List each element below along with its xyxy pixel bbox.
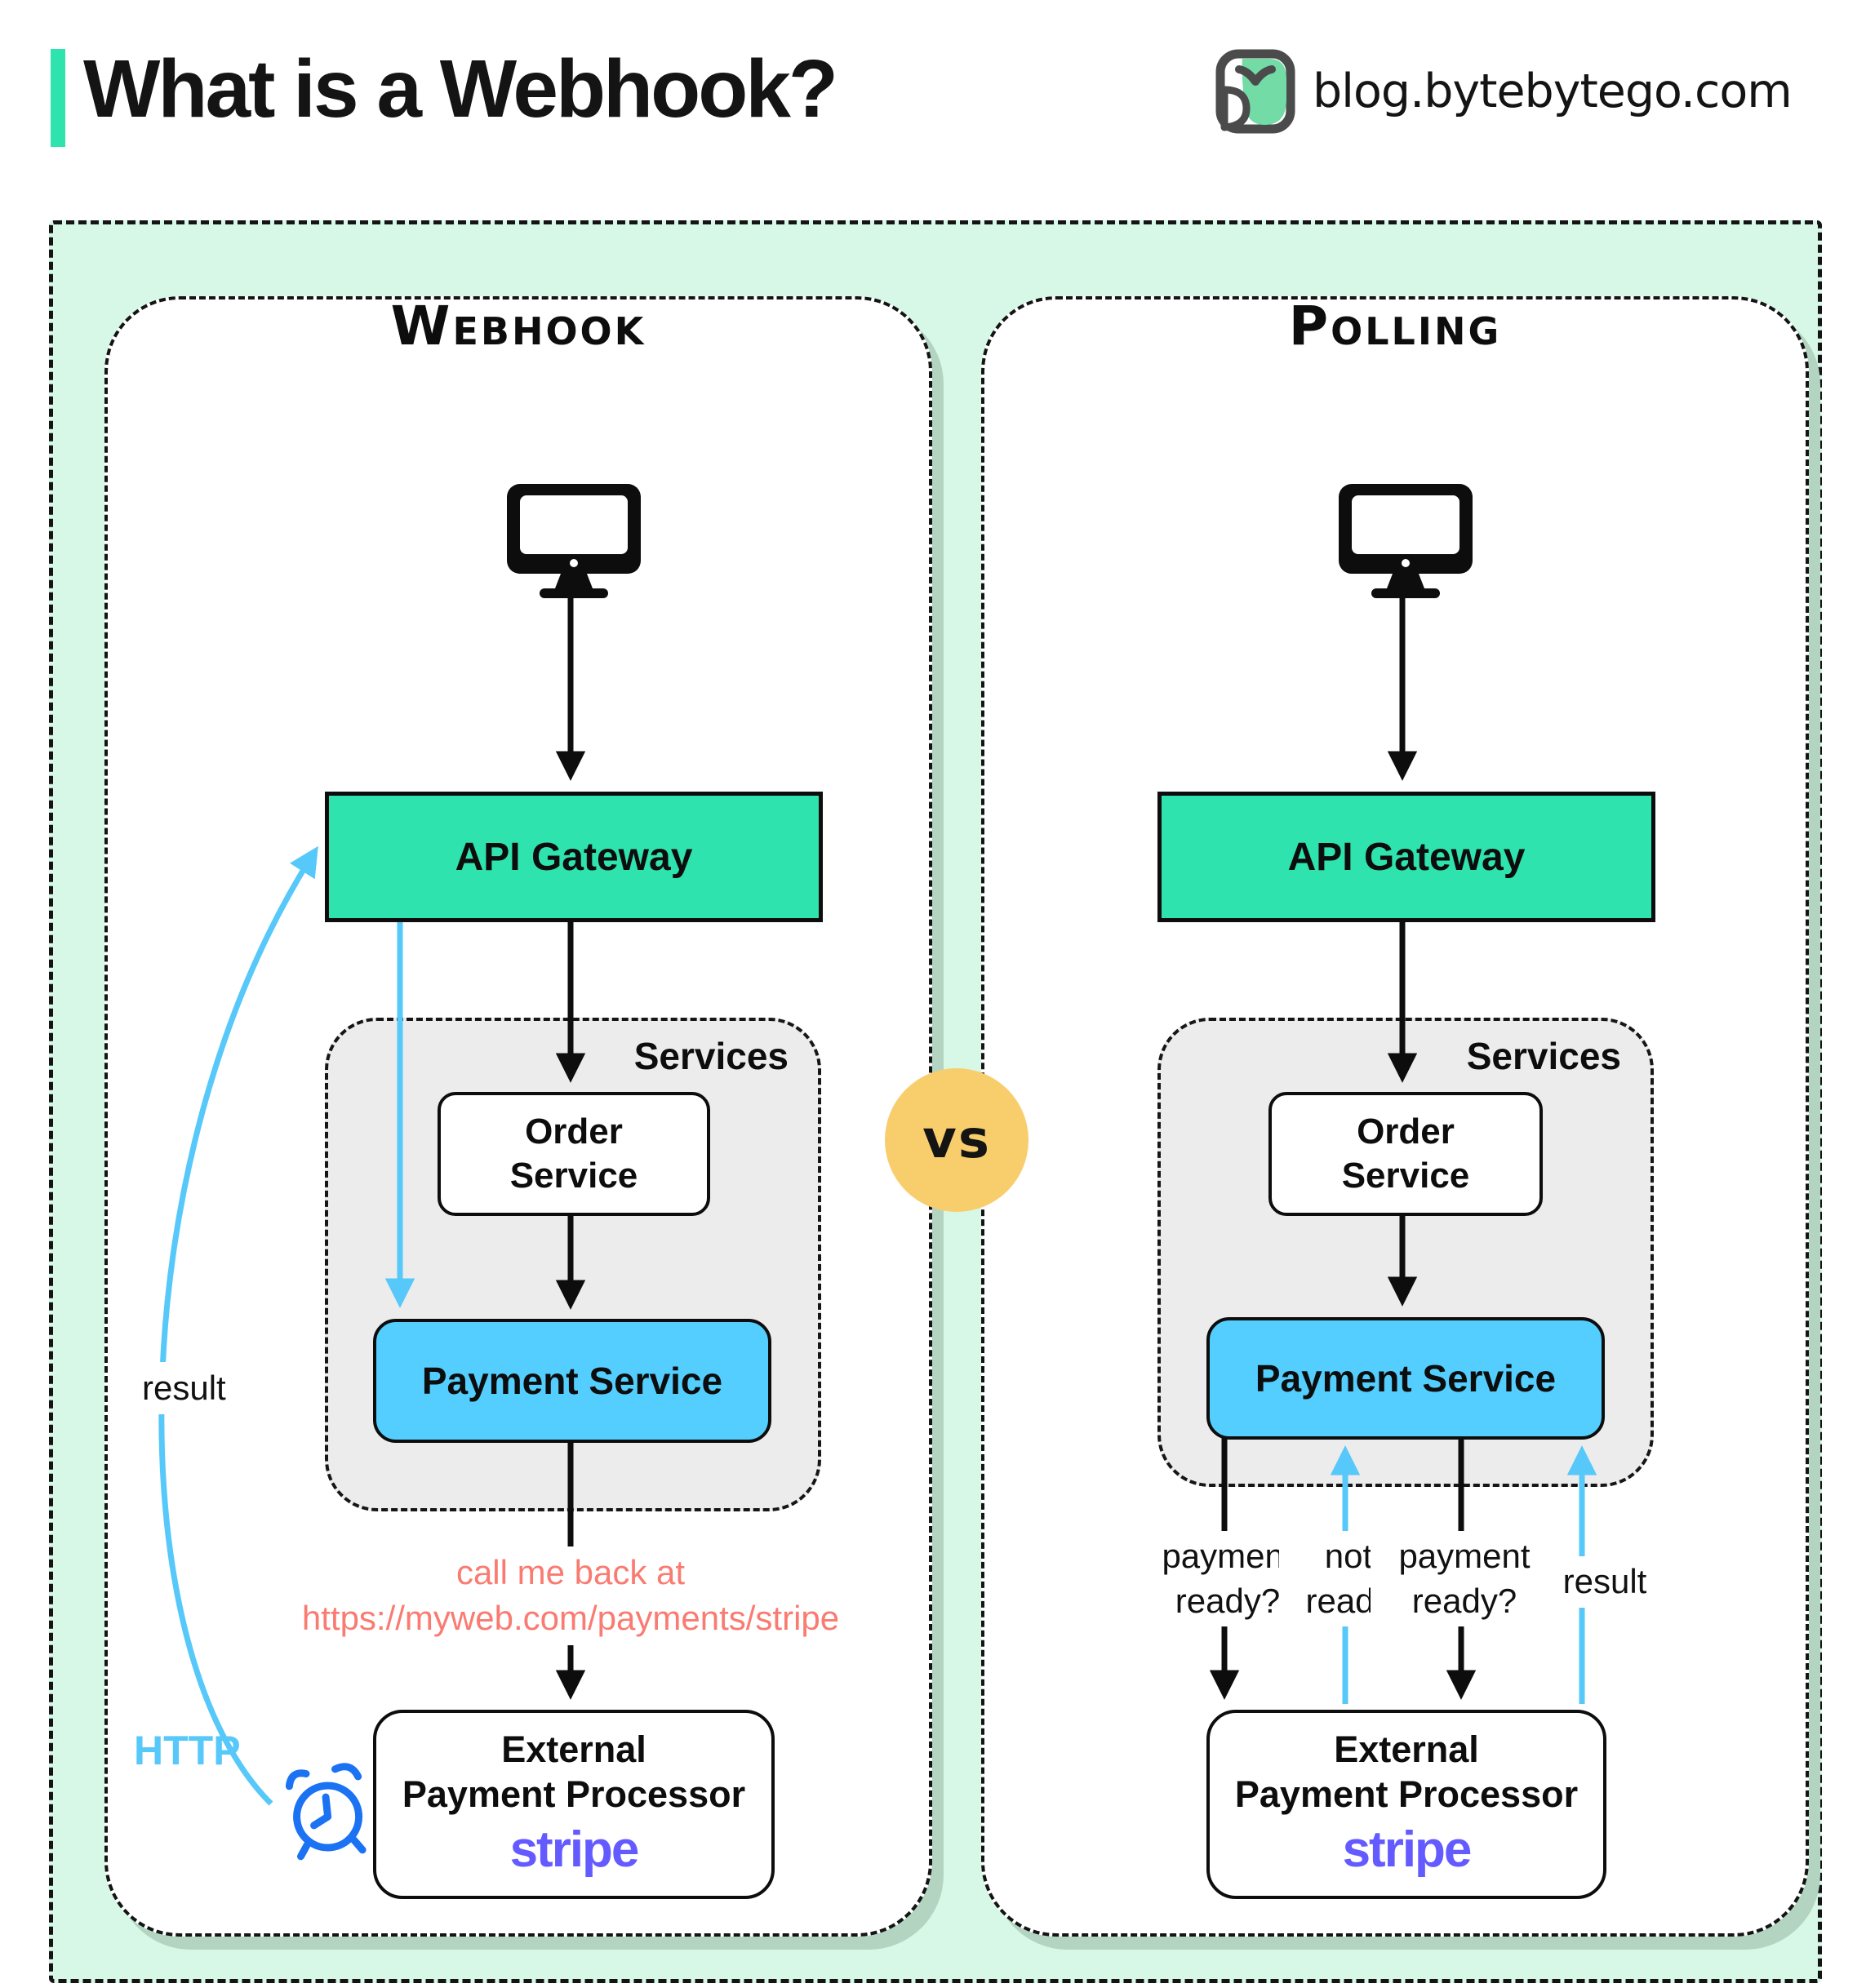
payment-service-node: Payment Service bbox=[1206, 1317, 1605, 1440]
payment-service-node: Payment Service bbox=[373, 1319, 771, 1443]
client-computer-icon bbox=[1335, 482, 1476, 602]
payment-service-label: Payment Service bbox=[421, 1360, 723, 1402]
external-label-line2: Payment Processor bbox=[1234, 1773, 1579, 1816]
client-computer-icon bbox=[504, 482, 644, 602]
arrow-label-payment-ready-2: payment ready? bbox=[1371, 1531, 1558, 1627]
site-url: blog.bytebytego.com bbox=[1313, 64, 1793, 118]
arrow-label-result: result bbox=[1542, 1556, 1668, 1608]
callback-note: call me back at https://myweb.com/paymen… bbox=[293, 1546, 848, 1645]
api-gateway-node: API Gateway bbox=[325, 792, 823, 922]
external-label-line1: External bbox=[501, 1728, 646, 1771]
order-service-label-line1: Order bbox=[1357, 1112, 1455, 1152]
bytebytego-logo-icon bbox=[1215, 49, 1295, 134]
external-label-line1: External bbox=[1334, 1728, 1479, 1771]
order-service-node: Order Service bbox=[438, 1092, 710, 1216]
http-label: HTTP bbox=[134, 1728, 241, 1773]
result-label: result bbox=[132, 1362, 236, 1414]
stripe-logo: stripe bbox=[1342, 1822, 1473, 1879]
callback-note-url: https://myweb.com/payments/stripe bbox=[301, 1599, 840, 1638]
external-label-line2: Payment Processor bbox=[402, 1773, 746, 1816]
alarm-clock-icon bbox=[279, 1754, 375, 1870]
title-accent-bar bbox=[51, 49, 65, 147]
vs-badge: vs bbox=[885, 1068, 1029, 1212]
api-gateway-node: API Gateway bbox=[1157, 792, 1655, 922]
panel-polling-title: Polling bbox=[1288, 295, 1502, 357]
external-payment-processor-node: External Payment Processor stripe bbox=[373, 1710, 775, 1899]
order-service-label-line2: Service bbox=[509, 1156, 638, 1196]
services-group-label: Services bbox=[633, 1035, 789, 1077]
brand: blog.bytebytego.com bbox=[1215, 47, 1793, 135]
payment-service-label: Payment Service bbox=[1255, 1357, 1557, 1400]
panel-polling: Polling API Gateway Services Order Servi… bbox=[981, 295, 1809, 1937]
panel-webhook-title: Webhook bbox=[390, 295, 646, 357]
panel-webhook: Webhook API Gateway Services Order Servi… bbox=[104, 295, 932, 1937]
api-gateway-label: API Gateway bbox=[1287, 835, 1526, 879]
stripe-logo: stripe bbox=[509, 1822, 640, 1879]
order-service-label-line1: Order bbox=[525, 1112, 623, 1152]
api-gateway-label: API Gateway bbox=[455, 835, 693, 879]
services-group-label: Services bbox=[1466, 1035, 1621, 1077]
order-service-label-line2: Service bbox=[1341, 1156, 1470, 1196]
callback-note-line1: call me back at bbox=[455, 1553, 686, 1591]
page-title: What is a Webhook? bbox=[83, 43, 838, 135]
external-payment-processor-node: External Payment Processor stripe bbox=[1206, 1710, 1606, 1899]
order-service-node: Order Service bbox=[1268, 1092, 1543, 1216]
